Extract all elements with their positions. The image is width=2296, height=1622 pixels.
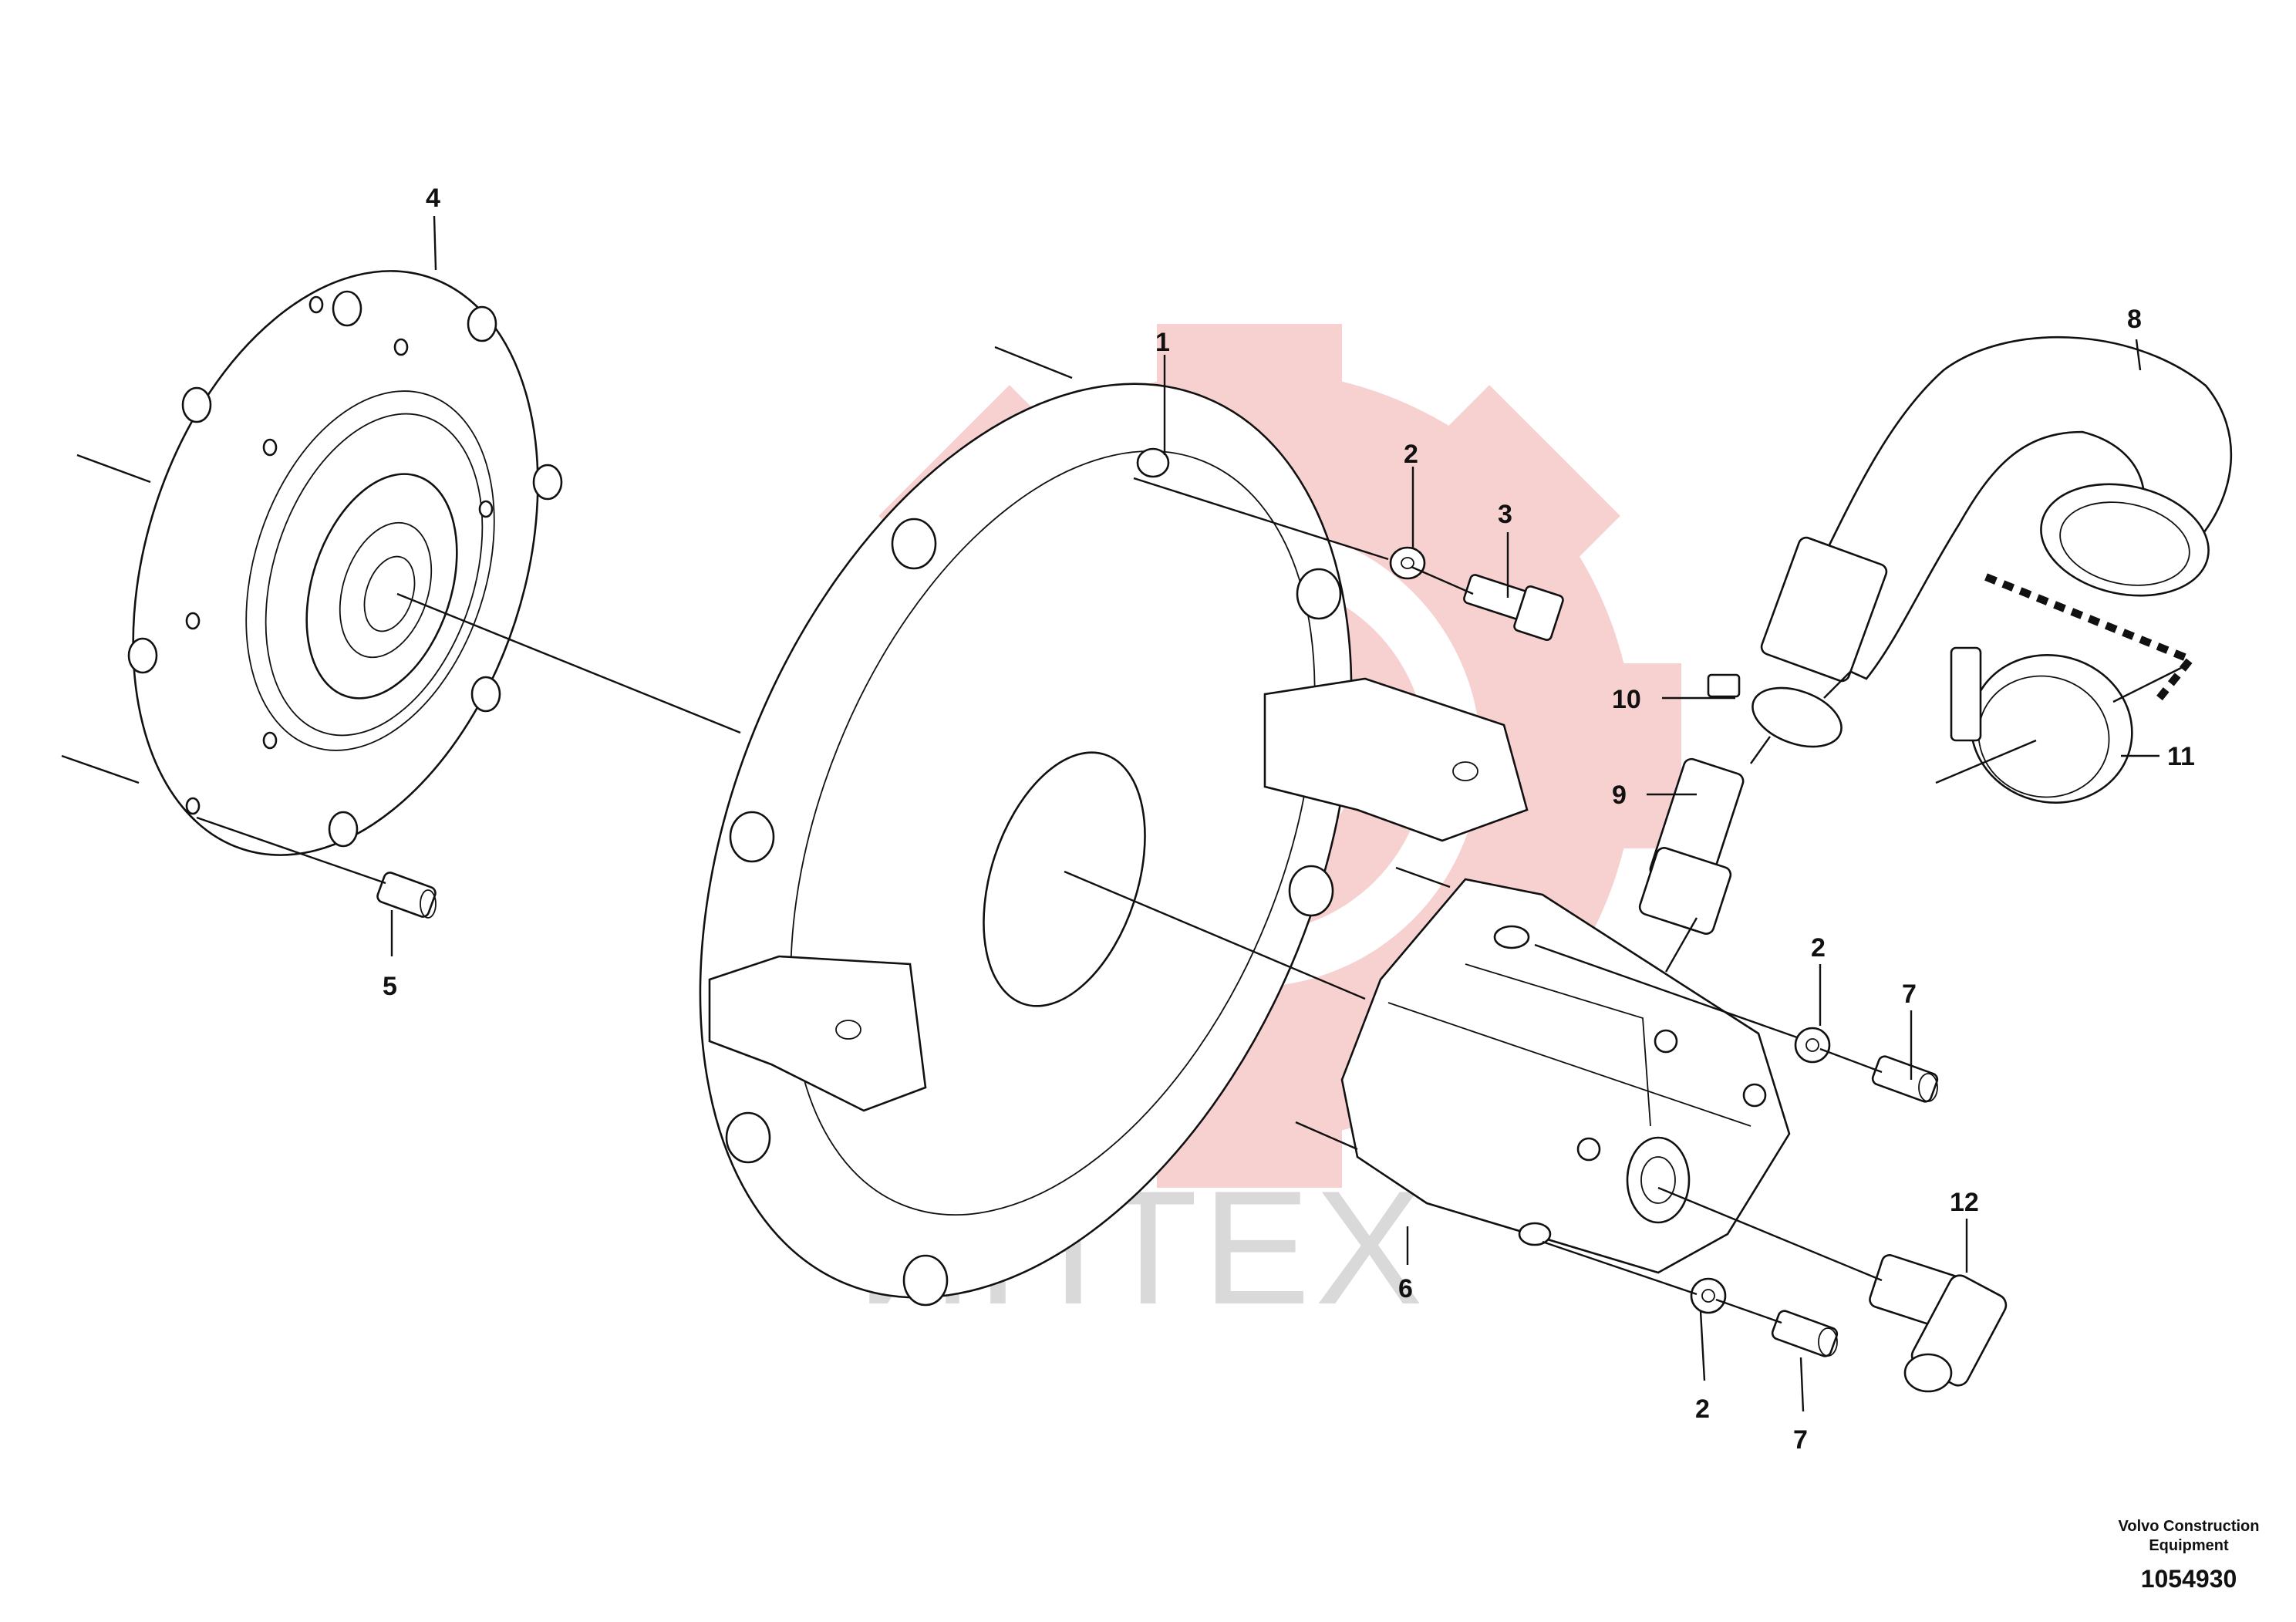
callout-2: 2: [1811, 933, 1826, 963]
part-1-adapter-plate: [699, 383, 1529, 1307]
part-2-washer-low: [1690, 1277, 1727, 1314]
brand-line-1: Volvo Construction: [2119, 1518, 2260, 1535]
callout-7: 7: [1902, 980, 1917, 1009]
disc-bolt-heads: [127, 290, 563, 848]
part-11-hose-clamp: [1950, 646, 2133, 804]
part-7-socket-bolt-upper: [1871, 1055, 1939, 1103]
title-block: Volvo Construction Equipment 1054930: [2119, 1518, 2260, 1593]
part-10-hose-clamp: [1707, 673, 1843, 748]
callout-11: 11: [2167, 742, 2195, 771]
callout-7: 7: [1793, 1425, 1808, 1455]
callout-5: 5: [383, 972, 397, 1001]
document-number: 1054930: [2141, 1565, 2237, 1593]
callout-12: 12: [1950, 1188, 1979, 1217]
assembly-lines: [61, 346, 2191, 1324]
part-2-washer-top: [1389, 546, 1426, 580]
part-6-hydraulic-pump: [1340, 878, 1791, 1274]
part-9-hose-adapter: [1638, 757, 1745, 935]
callout-2: 2: [1404, 440, 1418, 469]
callout-10: 10: [1612, 685, 1641, 714]
callout-8: 8: [2127, 305, 2142, 334]
part-3-hex-bolt: [1463, 574, 1564, 641]
brand-line-2: Equipment: [2149, 1537, 2229, 1554]
callout-1: 1: [1155, 328, 1170, 357]
callout-6: 6: [1398, 1274, 1413, 1303]
callout-9: 9: [1612, 781, 1627, 810]
part-4-coupling-disc: [127, 270, 563, 856]
part-2-washer-mid: [1794, 1027, 1831, 1064]
part-12-elbow-fitting: [1869, 1254, 2008, 1393]
callout-3: 3: [1498, 500, 1512, 529]
callout-4: 4: [426, 184, 440, 213]
part-8-suction-hose: [1760, 336, 2233, 683]
part-7-socket-bolt-lower: [1771, 1310, 1839, 1357]
plate-bolt-heads: [725, 447, 1342, 1307]
part-5-socket-bolt: [376, 872, 437, 919]
callout-2: 2: [1695, 1394, 1710, 1424]
callout-leaders: [390, 215, 2159, 1412]
callout-labels: 1 2 2 2 3 4 5 6 7 7 8 9 10 11 12: [383, 184, 2195, 1455]
